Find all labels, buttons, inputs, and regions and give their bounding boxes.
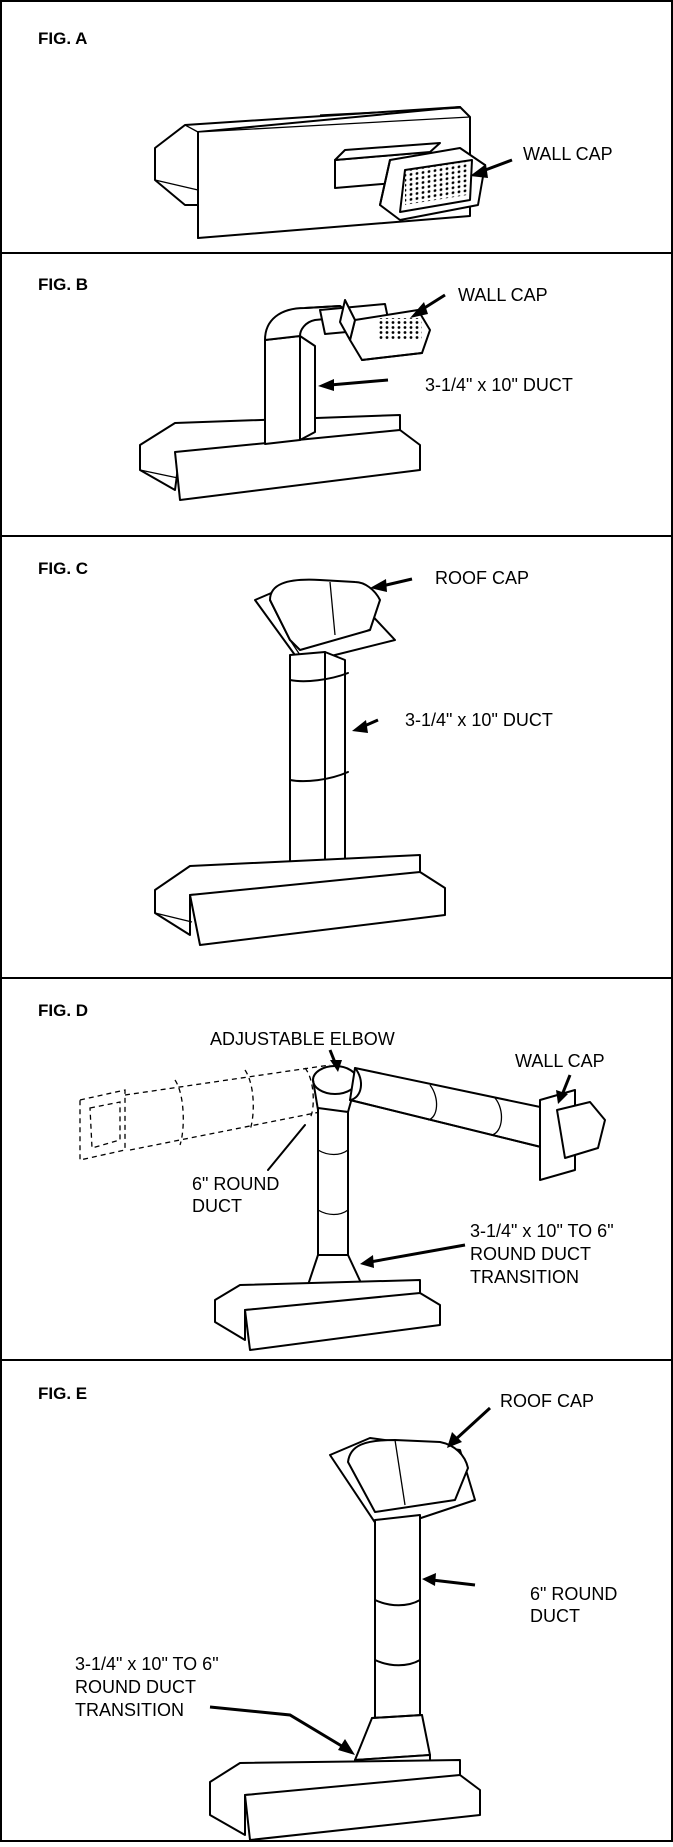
wall-cap-a-arrowhead xyxy=(470,164,488,178)
transition-d-arrowhead xyxy=(360,1255,374,1268)
roof-cap-c-arrowhead xyxy=(370,579,387,592)
roof-cap-e-label: ROOF CAP xyxy=(500,1391,594,1411)
transition-d-label-line2: ROUND DUCT xyxy=(470,1244,591,1264)
round-duct-d-leader xyxy=(267,1124,306,1171)
figure-d: FIG. D xyxy=(38,1001,614,1351)
duct-b-arrowhead xyxy=(318,379,334,391)
adjustable-elbow-label: ADJUSTABLE ELBOW xyxy=(210,1029,395,1049)
alternate-route-dashed xyxy=(79,1064,331,1161)
roof-cap-e-arrowhead xyxy=(447,1432,462,1448)
round-duct-d-label-line2: DUCT xyxy=(192,1196,242,1216)
duct-b xyxy=(264,305,356,445)
duct-c xyxy=(289,651,349,886)
roof-cap-e-arrow xyxy=(453,1406,492,1442)
round-duct-d-label-line1: 6" ROUND xyxy=(192,1174,279,1194)
figure-a: FIG. A WALL CAP xyxy=(38,29,613,239)
transition-e-label-line3: TRANSITION xyxy=(75,1700,184,1720)
range-hood-d xyxy=(214,1279,441,1351)
figure-b-title: FIG. B xyxy=(38,275,88,294)
round-duct-e-label-line1: 6" ROUND xyxy=(530,1584,617,1604)
wall-cap-d xyxy=(539,1089,606,1181)
duct-b-arrow xyxy=(329,378,389,387)
adjustable-elbow-d xyxy=(312,1065,358,1113)
figure-e-title: FIG. E xyxy=(38,1384,87,1403)
transition-d-label-line3: TRANSITION xyxy=(470,1267,579,1287)
transition-e-arrow xyxy=(209,1705,346,1750)
duct-c-label: 3-1/4" x 10" DUCT xyxy=(405,710,553,730)
wall-cap-d-label: WALL CAP xyxy=(515,1051,605,1071)
round-duct-vertical-d xyxy=(317,1107,349,1256)
wall-cap-d-arrowhead xyxy=(556,1090,568,1104)
range-hood-b xyxy=(139,414,421,501)
figure-d-title: FIG. D xyxy=(38,1001,88,1020)
figure-c-title: FIG. C xyxy=(38,559,88,578)
adjustable-elbow-arrowhead xyxy=(330,1060,342,1072)
range-hood-c xyxy=(154,854,446,946)
round-duct-vertical-e xyxy=(374,1514,421,1723)
round-duct-e-arrowhead xyxy=(422,1573,436,1586)
figure-a-title: FIG. A xyxy=(38,29,87,48)
round-duct-e-arrow xyxy=(431,1578,476,1587)
wall-cap-b xyxy=(339,299,431,361)
roof-cap-c xyxy=(254,578,396,663)
roof-cap-e xyxy=(329,1437,476,1531)
transition-e-label-line1: 3-1/4" x 10" TO 6" xyxy=(75,1654,219,1674)
figure-c: FIG. C ROOF CAP 3-1/4" x 10" xyxy=(38,559,553,946)
figure-b: FIG. B WALL CAP xyxy=(38,275,573,501)
wall-cap-b-label: WALL CAP xyxy=(458,285,548,305)
transition-d-arrow xyxy=(369,1243,466,1264)
round-duct-horizontal-d xyxy=(349,1067,546,1149)
transition-d-label-line1: 3-1/4" x 10" TO 6" xyxy=(470,1221,614,1241)
wall-cap-a xyxy=(379,147,486,221)
wall-cap-d-arrow xyxy=(560,1074,572,1096)
figure-e: FIG. E ROOF CAP 6" ROUND DU xyxy=(38,1384,617,1841)
round-duct-e-label-line2: DUCT xyxy=(530,1606,580,1626)
duct-c-arrowhead xyxy=(352,720,368,733)
roof-cap-c-label: ROOF CAP xyxy=(435,568,529,588)
range-hood-e xyxy=(209,1759,481,1841)
transition-e-arrowhead xyxy=(338,1739,355,1755)
duct-b-label: 3-1/4" x 10" DUCT xyxy=(425,375,573,395)
wall-cap-b-arrowhead xyxy=(410,302,428,318)
transition-e-label-line2: ROUND DUCT xyxy=(75,1677,196,1697)
roof-cap-c-arrow xyxy=(381,577,413,588)
wall-cap-a-label: WALL CAP xyxy=(523,144,613,164)
